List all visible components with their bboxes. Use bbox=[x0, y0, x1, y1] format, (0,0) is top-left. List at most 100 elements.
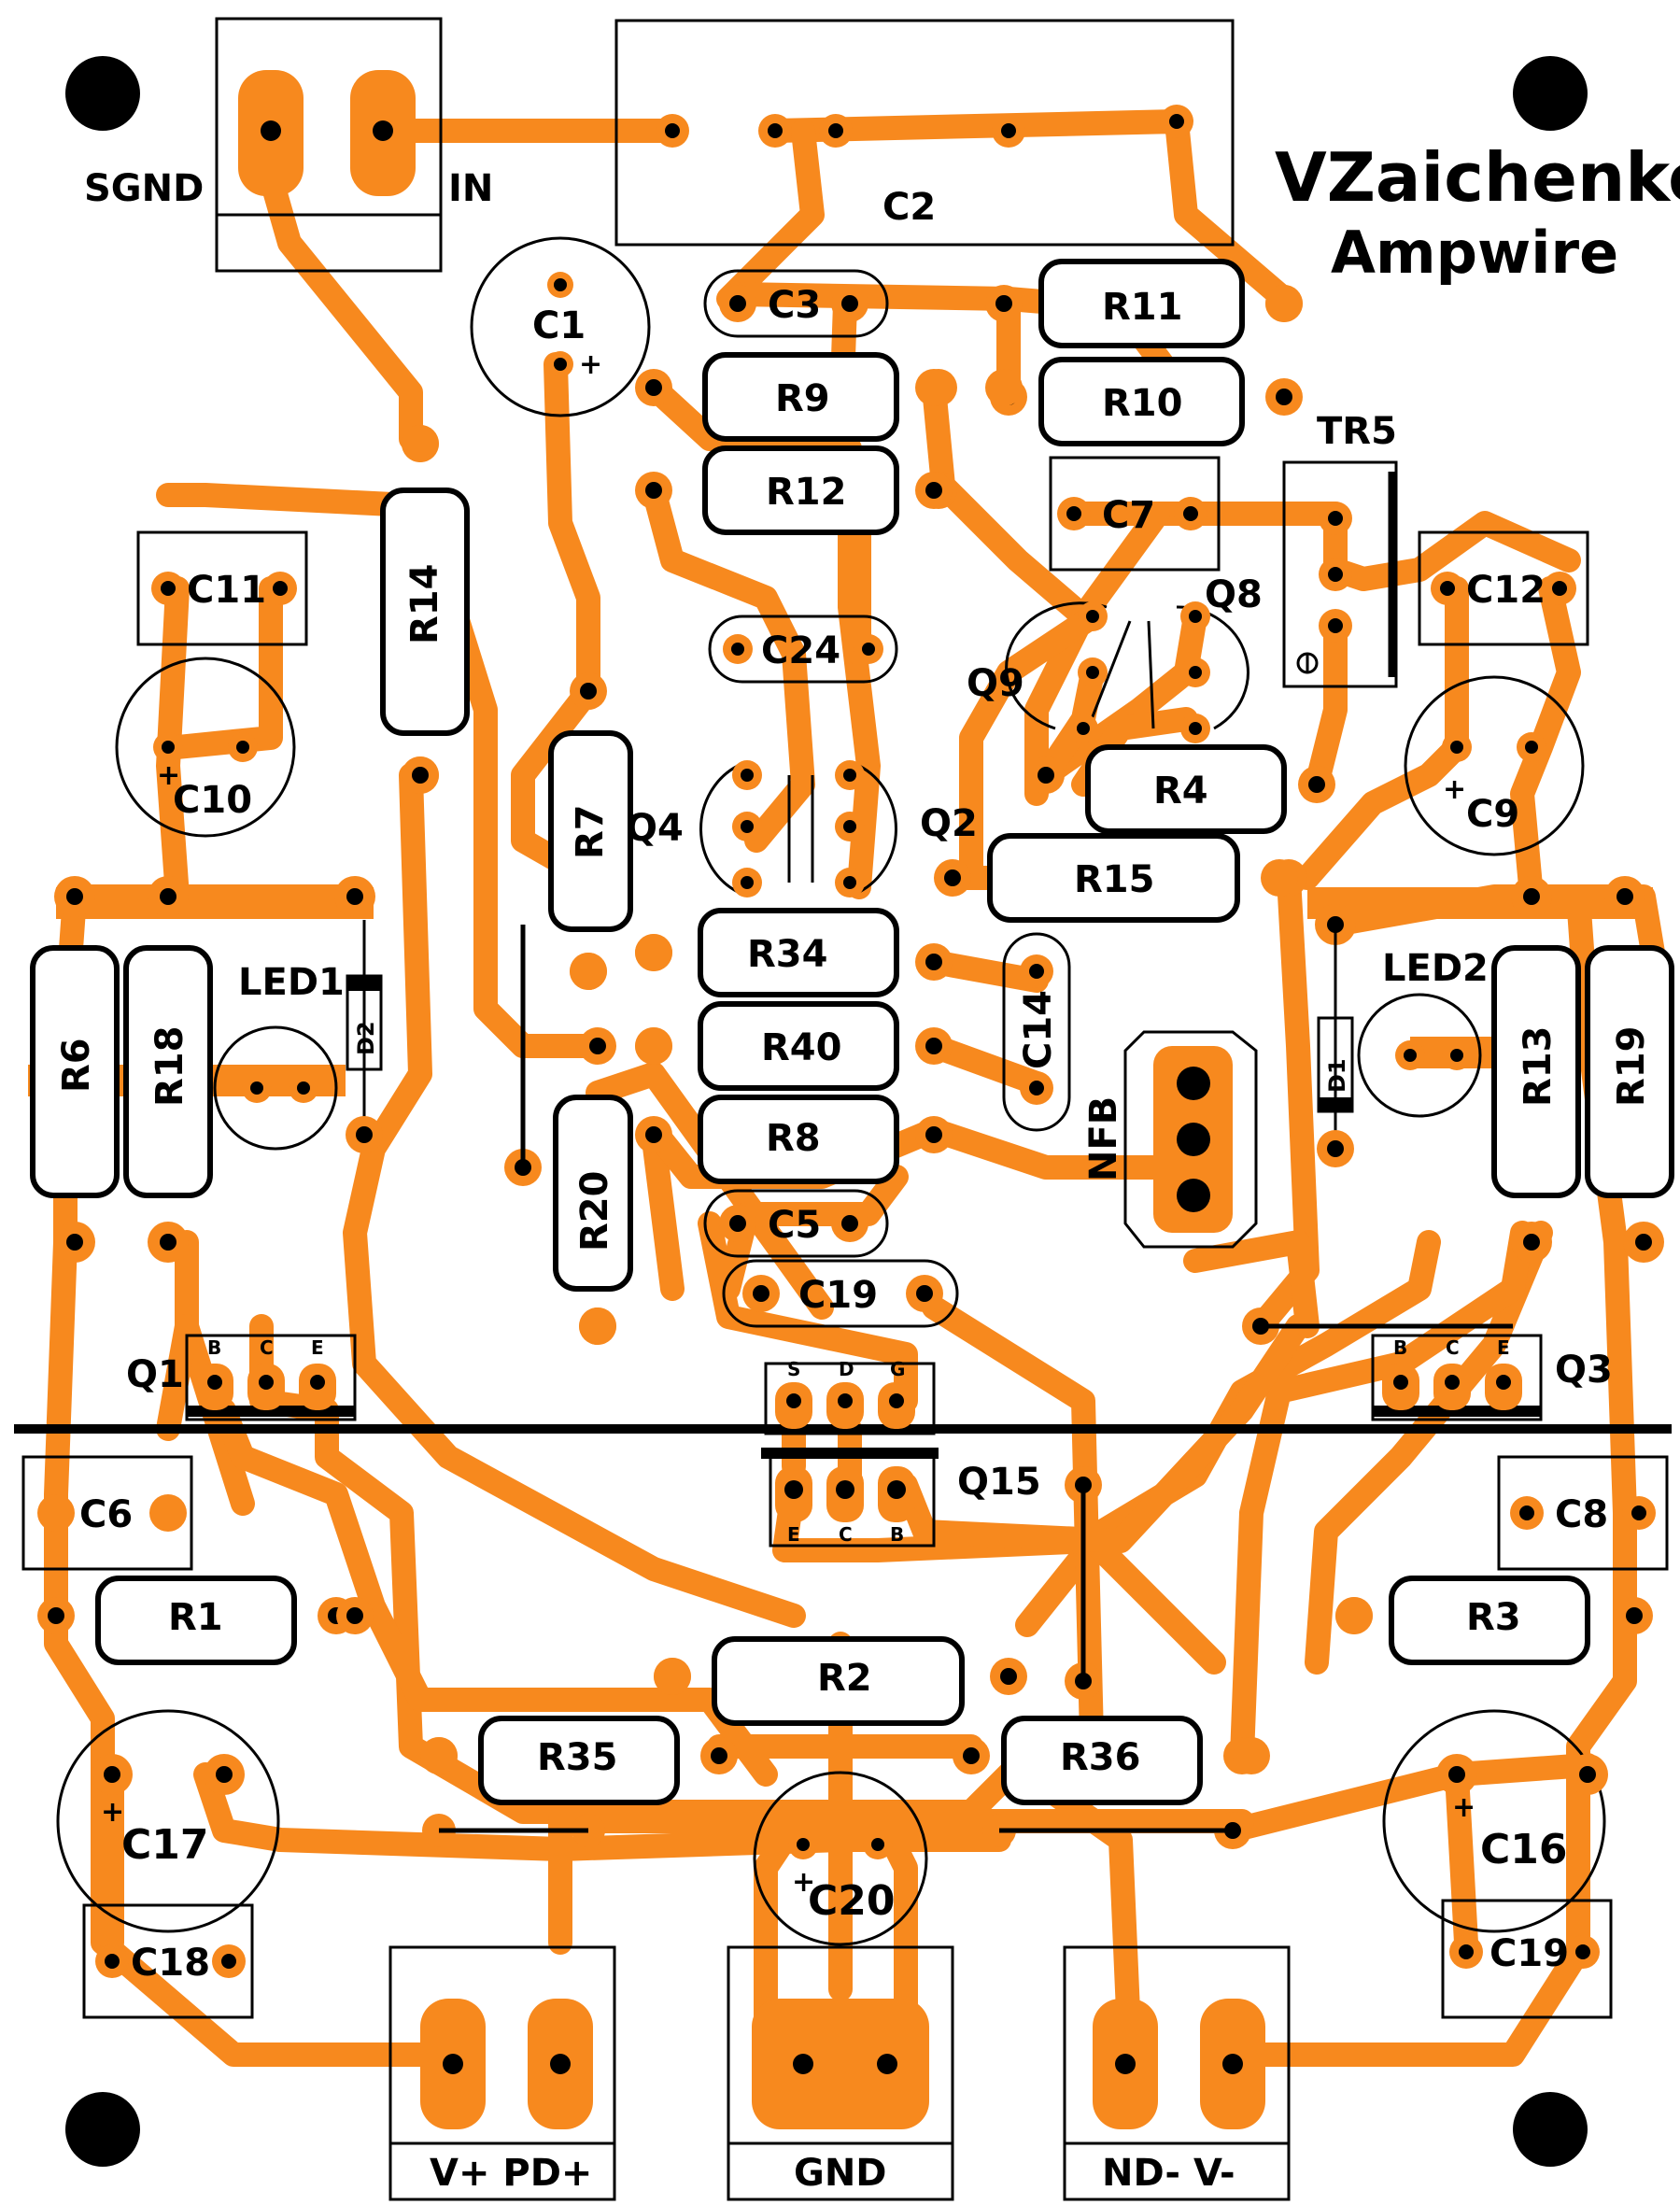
author-line1: VZaichenko bbox=[1275, 138, 1680, 217]
capacitor-c19-small: C19 bbox=[722, 1259, 959, 1328]
resistor-r3: R3 bbox=[1335, 1576, 1653, 1665]
svg-text:D: D bbox=[839, 1358, 854, 1380]
nfb-connector: NFB bbox=[1082, 1030, 1258, 1249]
resistor-r11: R11 bbox=[985, 259, 1303, 348]
c17-label: C17 bbox=[121, 1821, 209, 1869]
resistor-r12: R12 bbox=[635, 445, 957, 535]
transistor-q1: B C E Q1 bbox=[126, 1334, 357, 1421]
capacitor-c8: C8 bbox=[1497, 1455, 1669, 1571]
svg-text:R7: R7 bbox=[569, 804, 612, 859]
resistors-horizontal: R11 R10 R9 R12 R4 bbox=[37, 259, 1653, 1805]
svg-text:D1: D1 bbox=[1324, 1058, 1350, 1093]
resistor-r40: R40 bbox=[635, 1001, 953, 1091]
led1-label: LED1 bbox=[238, 961, 345, 1004]
sgnd-label: SGND bbox=[84, 167, 204, 210]
svg-text:R1: R1 bbox=[168, 1596, 223, 1639]
transistor-q15: S D G E C B Q15 bbox=[761, 1358, 1041, 1548]
capacitor-c20: C20 + bbox=[753, 1771, 928, 1946]
c1-label: C1 bbox=[532, 304, 586, 347]
capacitor-c9: C9 + bbox=[1404, 675, 1585, 856]
terminal-gnd: GND bbox=[727, 1945, 954, 2201]
c7-label: C7 bbox=[1102, 494, 1155, 537]
svg-text:R9: R9 bbox=[775, 377, 830, 420]
c10-polarity: + bbox=[157, 759, 180, 792]
capacitor-c14: C14 bbox=[1002, 932, 1071, 1132]
gnd-label: GND bbox=[794, 2152, 887, 2195]
c19-small-label: C19 bbox=[798, 1274, 878, 1317]
resistor-r34: R34 bbox=[635, 908, 953, 997]
copper-traces bbox=[44, 109, 1665, 2067]
c5-label: C5 bbox=[768, 1204, 821, 1247]
svg-text:R2: R2 bbox=[817, 1657, 872, 1700]
vneg-label: ND- V- bbox=[1102, 2152, 1235, 2195]
c19-box-label: C19 bbox=[1489, 1932, 1569, 1975]
resistors-vertical: R14 R7 R20 R6 R18 R13 R19 bbox=[30, 425, 1674, 1345]
capacitor-c5: C5 bbox=[703, 1189, 889, 1258]
tr5-label: TR5 bbox=[1317, 410, 1397, 453]
c20-label: C20 bbox=[808, 1877, 896, 1925]
capacitor-c16: C16 + bbox=[1382, 1709, 1608, 1933]
c2-label: C2 bbox=[882, 186, 936, 229]
c1-polarity: + bbox=[579, 348, 602, 381]
capacitor-c18: C18 bbox=[82, 1903, 254, 2019]
c6-label: C6 bbox=[79, 1493, 133, 1536]
resistor-r8: R8 bbox=[635, 1095, 953, 1184]
svg-text:R20: R20 bbox=[573, 1171, 616, 1251]
svg-text:R12: R12 bbox=[766, 471, 846, 514]
svg-text:R40: R40 bbox=[761, 1026, 841, 1069]
svg-text:B: B bbox=[1393, 1336, 1407, 1359]
svg-text:R35: R35 bbox=[537, 1736, 617, 1779]
svg-text:C: C bbox=[260, 1336, 274, 1359]
svg-text:R8: R8 bbox=[766, 1117, 821, 1160]
diode-d1: D1 bbox=[1317, 925, 1354, 1167]
q1-label: Q1 bbox=[126, 1353, 184, 1396]
resistor-r36: R36 bbox=[953, 1716, 1261, 1805]
mounting-holes bbox=[65, 56, 1588, 2167]
q2-label: Q2 bbox=[920, 802, 978, 845]
c9-label: C9 bbox=[1466, 793, 1519, 836]
svg-text:R34: R34 bbox=[747, 933, 827, 976]
transistor-q8: Q8 bbox=[1147, 573, 1263, 743]
svg-text:R15: R15 bbox=[1074, 858, 1154, 901]
capacitor-c12: C12 bbox=[1418, 530, 1589, 646]
capacitor-c11: C11 bbox=[136, 530, 308, 646]
resistor-r18: R18 bbox=[123, 945, 213, 1198]
c16-label: C16 bbox=[1480, 1826, 1568, 1873]
terminal-vpos: V+ PD+ bbox=[388, 1945, 616, 2201]
c11-label: C11 bbox=[187, 569, 266, 612]
svg-text:B: B bbox=[207, 1336, 221, 1359]
svg-text:E: E bbox=[1497, 1336, 1510, 1359]
svg-text:R13: R13 bbox=[1517, 1026, 1560, 1107]
svg-text:R19: R19 bbox=[1610, 1026, 1653, 1107]
transistor-q3: B C E Q3 bbox=[1371, 1334, 1613, 1421]
capacitor-c19-box: C19 bbox=[1441, 1899, 1613, 2019]
svg-text:S: S bbox=[787, 1358, 800, 1380]
resistor-r4: R4 bbox=[1085, 744, 1287, 834]
transistor-q4: Q4 bbox=[626, 760, 791, 898]
svg-text:B: B bbox=[890, 1523, 904, 1546]
c17-polarity: + bbox=[101, 1796, 124, 1829]
capacitor-c10: C10 + bbox=[115, 657, 296, 838]
resistor-r9: R9 bbox=[635, 352, 957, 442]
author-line2: Ampwire bbox=[1331, 219, 1618, 287]
c16-polarity: + bbox=[1452, 1791, 1475, 1824]
svg-text:R36: R36 bbox=[1060, 1736, 1140, 1779]
q8-label: Q8 bbox=[1205, 573, 1263, 616]
resistor-r20: R20 bbox=[553, 1095, 633, 1345]
capacitor-c24: C24 bbox=[708, 615, 898, 684]
capacitor-c17: C17 + bbox=[56, 1709, 280, 1933]
capacitor-c2: C2 bbox=[614, 19, 1235, 247]
terminal-vneg: ND- V- bbox=[1063, 1945, 1291, 2201]
transistor-q2: Q2 bbox=[811, 760, 978, 898]
c12-label: C12 bbox=[1466, 569, 1546, 612]
wire-jumpers bbox=[439, 925, 1513, 1833]
nfb-label: NFB bbox=[1082, 1096, 1125, 1181]
resistor-r1: R1 bbox=[37, 1576, 355, 1665]
svg-text:C: C bbox=[1446, 1336, 1460, 1359]
svg-text:R6: R6 bbox=[55, 1038, 98, 1093]
c8-label: C8 bbox=[1555, 1493, 1608, 1536]
capacitor-c1: C1 + bbox=[470, 236, 651, 417]
led1: LED1 bbox=[213, 961, 345, 1151]
svg-text:E: E bbox=[311, 1336, 324, 1359]
c20-polarity: + bbox=[792, 1866, 815, 1899]
